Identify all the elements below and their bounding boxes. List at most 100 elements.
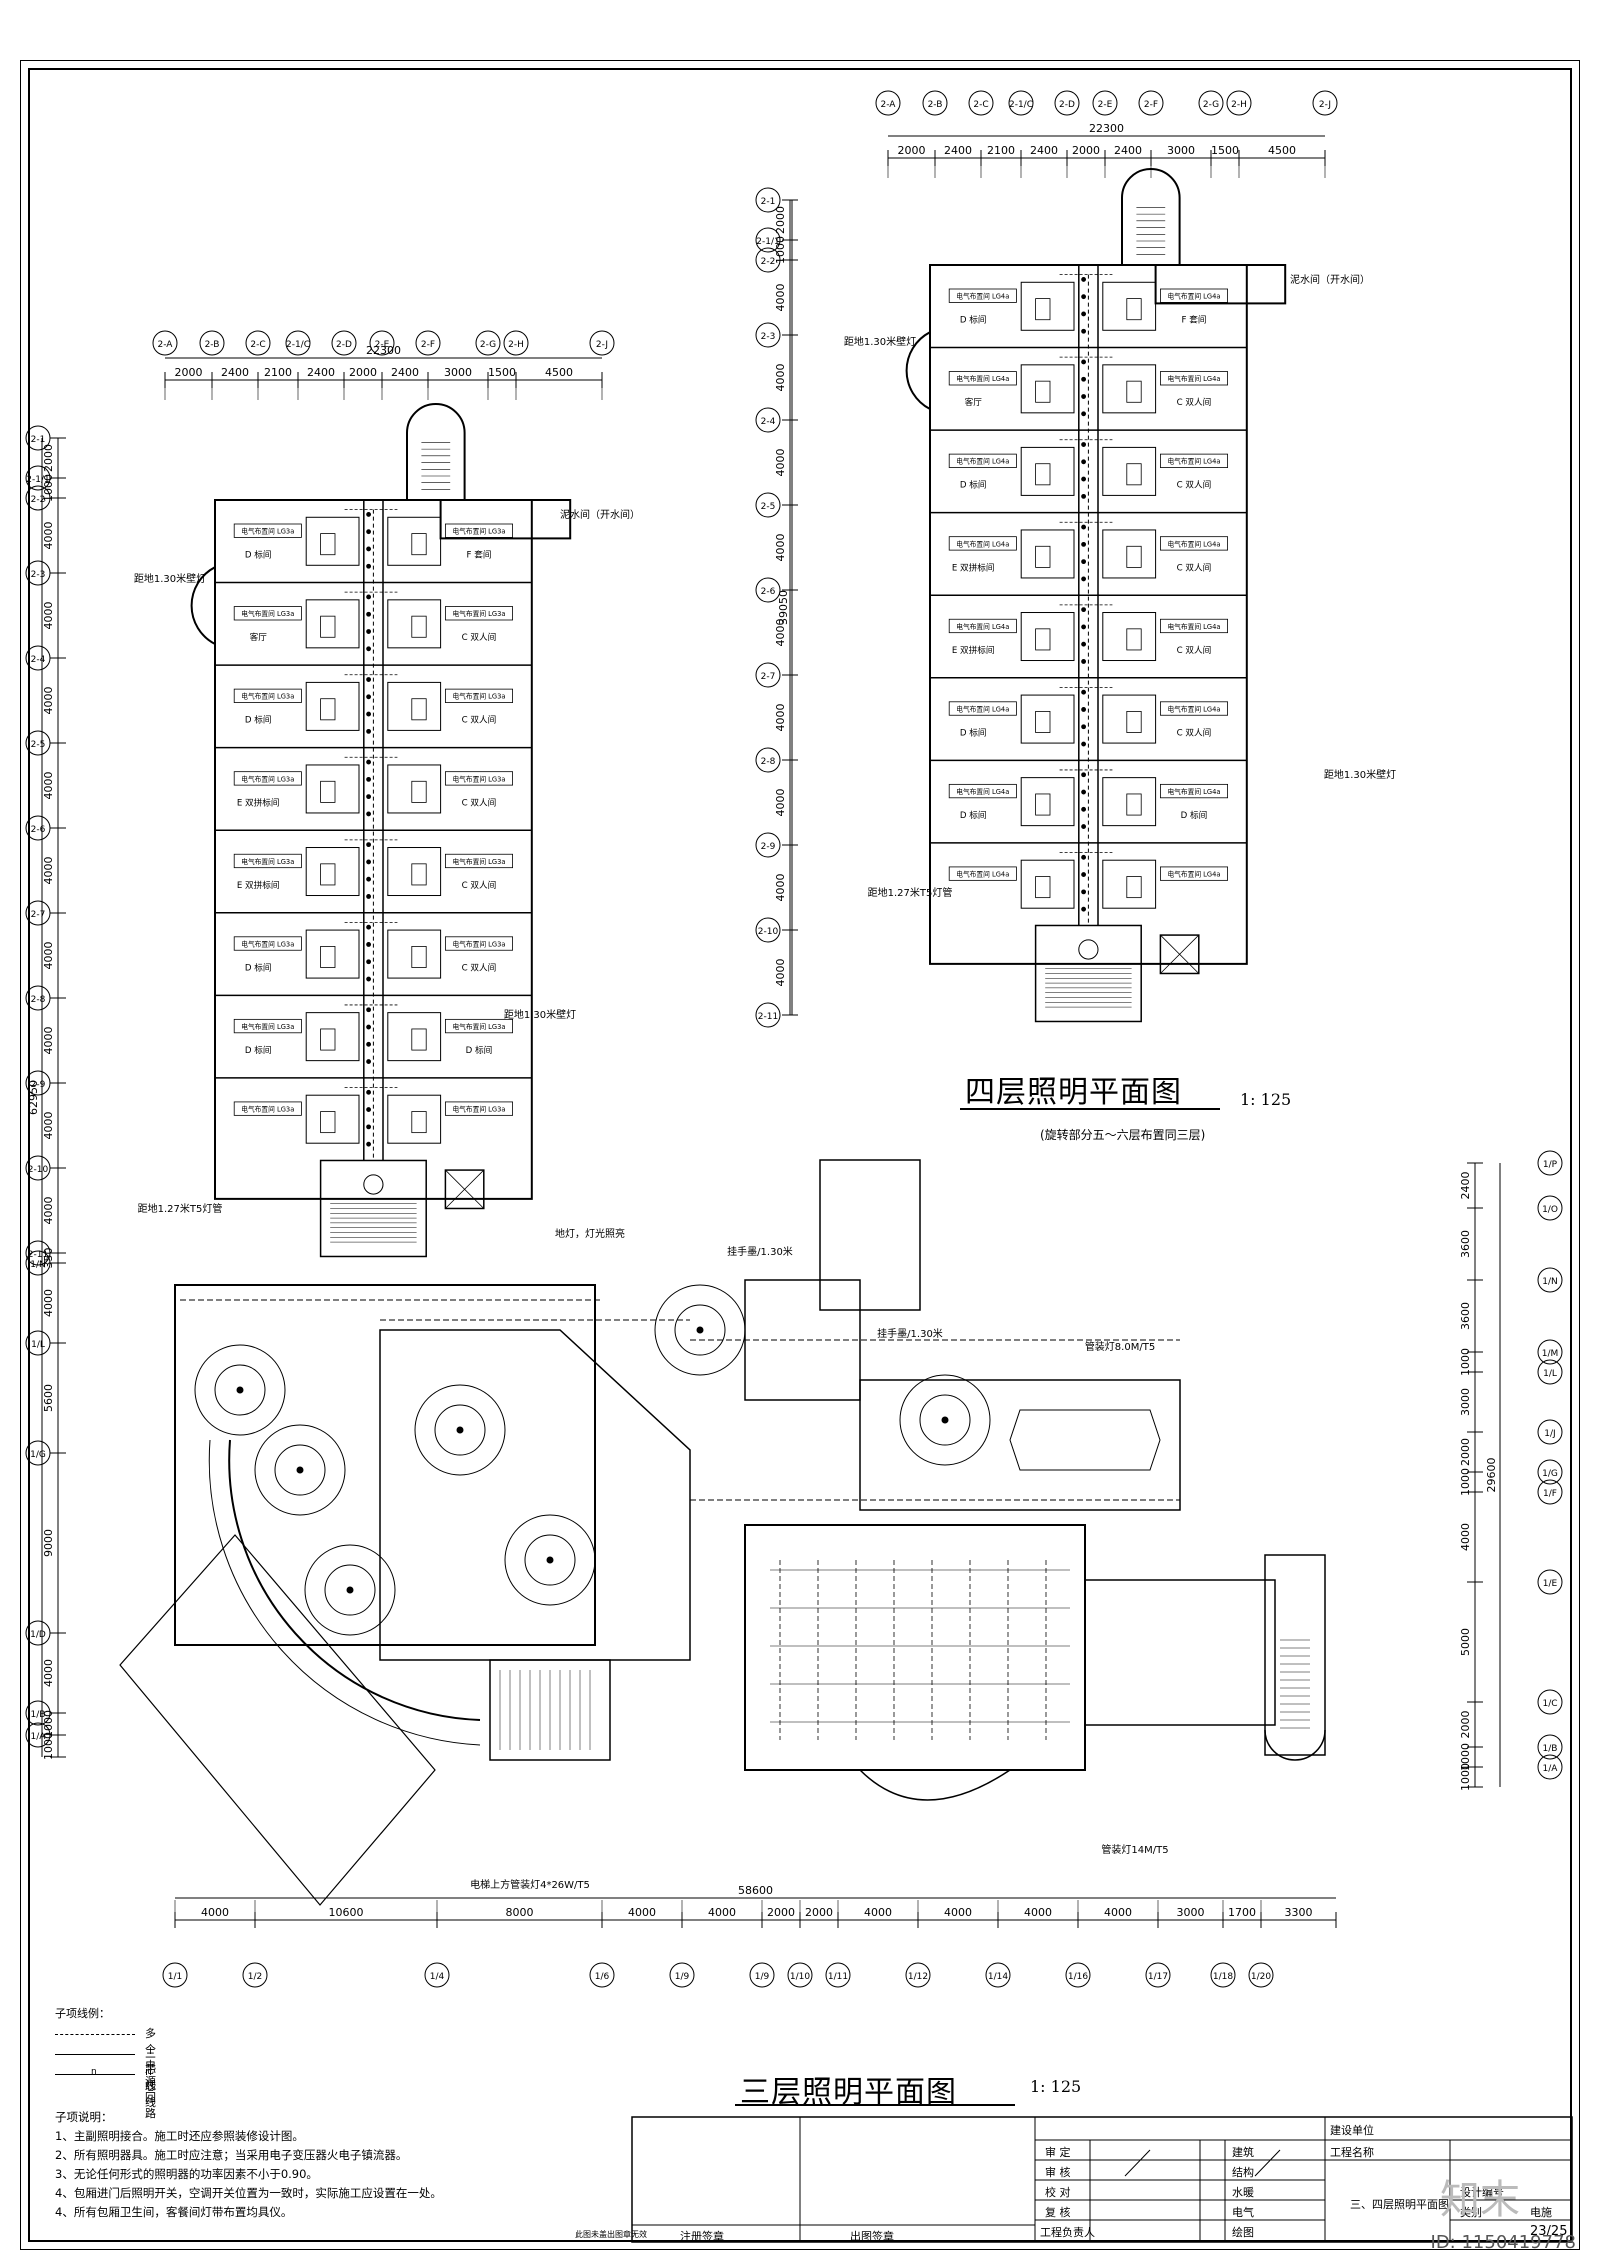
elevator-cross (1160, 934, 1200, 974)
axis-bubble (1226, 90, 1252, 116)
toilet-fixture (320, 615, 336, 638)
panel-label-box (444, 853, 513, 869)
east-stair (1264, 1554, 1326, 1756)
dimension-value: 2000 (898, 144, 926, 157)
panel-label-box (948, 371, 1017, 386)
light-fixture (1081, 276, 1087, 282)
bathroom (1020, 446, 1075, 496)
axis-label: 1/11 (828, 1972, 848, 1982)
dimension-value: 5000 (1459, 1628, 1472, 1656)
tb-discipline: 绘图 (1232, 2226, 1254, 2239)
axis-bubble (162, 1962, 188, 1988)
axis-bubble (755, 832, 781, 858)
dimension-value: 4000 (42, 1659, 55, 1687)
light-fixture (366, 842, 372, 848)
panel-label-box (1160, 453, 1229, 468)
panel-label: 电气布置间 LG4a (1167, 292, 1220, 301)
axis-bubble (25, 560, 51, 586)
light-fixture (1081, 889, 1087, 895)
dimension-value: 3600 (1459, 1302, 1472, 1330)
panel-label-box (948, 866, 1017, 881)
panel-label: 电气布置间 LG3a (241, 939, 294, 948)
room-name: D 标间 (960, 314, 987, 326)
bathroom (387, 1094, 442, 1144)
light-fixture (1081, 624, 1087, 630)
light-fixture (366, 894, 372, 899)
bathroom (305, 516, 360, 566)
dimension-value: 2000 (349, 366, 377, 379)
toilet-fixture (1126, 711, 1142, 733)
axis-label: 1/D (30, 1630, 46, 1640)
dimension-value: 4000 (42, 1112, 55, 1140)
bathroom (387, 681, 442, 731)
axis-label: 2-J (596, 340, 608, 350)
axis-bubble (331, 330, 357, 356)
axis-bubble (25, 1722, 51, 1748)
panel-label-box (948, 288, 1017, 303)
panel-label: 电气布置间 LG4a (956, 457, 1009, 466)
podium-restaurant (174, 1284, 596, 1646)
room-name: C 双人间 (1177, 397, 1212, 408)
panel-label-box (444, 936, 513, 951)
panel-label-box (233, 523, 302, 538)
axis-label: 2-B (928, 100, 943, 110)
axis-label: 2-8 (761, 757, 776, 767)
legend-label: 多个电源回路 (145, 2027, 156, 2120)
toilet-fixture (411, 533, 427, 556)
light-fixture (1081, 741, 1087, 747)
axis-bubble (424, 1962, 450, 1988)
toilet-fixture (411, 1111, 427, 1134)
bay-window (190, 566, 216, 645)
axis-label: 2-1/1 (26, 475, 49, 485)
panel-label: 电气布置间 LG4a (1167, 374, 1220, 383)
dimension-value: 2000 (767, 1906, 795, 1919)
light-fixture (366, 859, 372, 865)
light-fixture (366, 728, 372, 734)
axis-label: 1/6 (595, 1972, 610, 1982)
toilet-fixture (1035, 711, 1051, 733)
ceiling-light-ring (254, 1424, 346, 1516)
axis-bubble (1065, 1962, 1091, 1988)
panel-label: 电气布置间 LG3a (452, 527, 505, 536)
dimension-value: 4000 (42, 857, 55, 885)
panel-label: 电气布置间 LG4a (1167, 704, 1220, 713)
axis-label: 2-2 (31, 495, 46, 505)
light-fixture (1081, 806, 1087, 812)
light-fixture (1081, 541, 1087, 547)
axis-bubble (475, 330, 501, 356)
east-stair-curve (1264, 1729, 1326, 1761)
annotation: 距地1.30米壁灯 (1324, 768, 1396, 781)
axis-bubble (25, 1250, 51, 1276)
axis-label: 1/1 (168, 1972, 182, 1982)
light-fixture (1081, 476, 1087, 482)
note-item: 3、无论任何形式的照明器的功率因素不小于0.90。 (55, 2167, 318, 2181)
bathroom (305, 847, 360, 897)
panel-label-box (1160, 783, 1229, 799)
bathroom (1020, 612, 1075, 662)
axis-bubble (25, 1440, 51, 1466)
dimension-value: 2400 (1459, 1172, 1472, 1200)
panel-label: 电气布置间 LG4a (956, 539, 1009, 548)
dimension-value: 4500 (545, 366, 573, 379)
dimension-value: 4000 (1459, 1523, 1472, 1551)
dimension-value: 4000 (708, 1906, 736, 1919)
site-logo: 知末 (1440, 2177, 1520, 2223)
panel-label: 电气布置间 LG3a (452, 692, 505, 701)
ceiling-light-ring (504, 1514, 596, 1606)
room-name: D 标间 (245, 1044, 272, 1056)
light-fixture (1081, 641, 1087, 647)
panel-label-box (444, 523, 513, 538)
panel-label-box (948, 618, 1017, 634)
dimension-value: 4000 (201, 1906, 229, 1919)
light-fixture (1081, 524, 1087, 530)
panel-label-box (444, 1101, 513, 1116)
light-fixture (1081, 394, 1087, 399)
dimension-total: 22300 (1089, 122, 1124, 135)
toilet-fixture (1126, 298, 1142, 321)
room-name: 客厅 (965, 396, 983, 408)
dimension-value: 2400 (1114, 144, 1142, 157)
function-room (859, 1379, 1181, 1511)
axis-bubble (503, 330, 529, 356)
